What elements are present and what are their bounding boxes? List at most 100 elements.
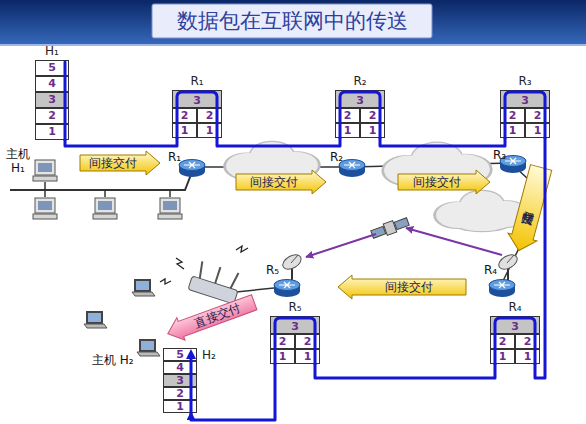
layer-cell: 1 [35, 124, 69, 140]
text-label: 主机 H₂ [92, 352, 134, 369]
layer-number: 2 [361, 109, 384, 122]
layer-number: 2 [491, 335, 514, 348]
arrow-shape [164, 291, 259, 345]
layer-number: 1 [491, 350, 514, 363]
layer-number: 1 [36, 125, 68, 139]
layer-cell: 2 [335, 108, 360, 123]
arrow-text: 间接交付 [236, 170, 312, 194]
layer-cell: 2 [197, 108, 222, 123]
laptop-icon [84, 311, 107, 328]
layer-number: 3 [36, 93, 68, 107]
layer-cell: 4 [35, 76, 69, 92]
stack-heading: R₂ [325, 74, 395, 88]
layer-number: 3 [173, 91, 221, 107]
layer-cell: 1 [515, 349, 540, 364]
packet-path [191, 364, 275, 420]
arrow-shape [236, 170, 326, 194]
wireless-signal [160, 246, 248, 284]
title-banner [0, 0, 586, 44]
layer-cell: 3 [172, 90, 222, 108]
arrow-label: 间接交付 [385, 280, 433, 294]
layer-cell: 2 [172, 108, 197, 123]
packet-path [65, 138, 177, 146]
layer-number: 1 [164, 401, 196, 412]
layer-number: 2 [164, 388, 196, 399]
packet-path [65, 62, 545, 413]
layer-cell: 3 [270, 316, 320, 334]
text-label: R₂ [330, 150, 343, 164]
arrow-label: 直接交付 [193, 301, 243, 331]
pc-icon [158, 198, 182, 219]
arrow-text: 间接交付 [398, 170, 476, 194]
router-stack: R₂32211 [335, 90, 385, 138]
layer-number: 3 [491, 317, 539, 333]
layer-number: 1 [361, 124, 384, 137]
layer-number: 4 [164, 362, 196, 373]
layer-cell: 2 [500, 108, 525, 123]
arrow-shape [80, 151, 160, 175]
arrow-label: 间接交付 [413, 175, 461, 189]
laptop-icon [132, 279, 155, 296]
delivery-arrow: 间接交付 [236, 170, 326, 194]
layer-cell: 4 [163, 361, 197, 374]
layer-number: 1 [271, 350, 294, 363]
arrow-text: 间接交付 [80, 151, 146, 175]
layer-cell: 3 [500, 90, 550, 108]
layer-cell: 1 [360, 123, 385, 138]
link-wire [236, 288, 274, 292]
layer-cell: 3 [35, 92, 69, 108]
layer-cell: 1 [335, 123, 360, 138]
pc-icon [33, 198, 57, 219]
router-stack: R₁32211 [172, 90, 222, 138]
layer-cell: 2 [270, 334, 295, 349]
layer-number: 2 [526, 109, 549, 122]
layer-number: 2 [516, 335, 539, 348]
text-label: R₃ [493, 148, 506, 162]
router-stack: R₃32211 [500, 90, 550, 138]
layer-cell: 5 [35, 60, 69, 76]
layer-number: 2 [296, 335, 319, 348]
delivery-arrow: 间接交付 [398, 170, 490, 194]
radio-link [406, 228, 502, 255]
layer-cell: 2 [490, 334, 515, 349]
delivery-arrow: 直接交付 [164, 291, 259, 345]
layer-number: 1 [296, 350, 319, 363]
text-label: R₅ [266, 263, 279, 277]
stack-heading: H₁ [25, 44, 79, 58]
dish-icon [280, 252, 303, 280]
layer-number: 1 [526, 124, 549, 137]
arrow-shape [398, 170, 490, 194]
radio-link [306, 234, 376, 257]
layer-number: 5 [36, 61, 68, 75]
layer-cell: 3 [490, 316, 540, 334]
laptop-icon [137, 339, 160, 356]
layer-number: 2 [173, 109, 196, 122]
layer-cell: 1 [270, 349, 295, 364]
slide-title: 数据包在互联网中的传送 [152, 4, 432, 38]
layer-cell: 1 [525, 123, 550, 138]
protocol-stack: H₂54321 [163, 348, 197, 413]
layer-number: 1 [198, 124, 221, 137]
layer-number: 1 [516, 350, 539, 363]
pc-icon [93, 198, 117, 219]
layer-cell: 1 [490, 349, 515, 364]
layer-cell: 5 [163, 348, 197, 361]
packet-path [315, 364, 495, 378]
lan-drop [104, 190, 106, 197]
layer-cell: 3 [163, 374, 197, 387]
layer-number: 2 [198, 109, 221, 122]
delivery-arrow: 间接交付 [80, 151, 160, 175]
arrow-label: 间接交付 [525, 200, 539, 204]
text-label: R₁ [168, 150, 181, 164]
layer-cell: 3 [335, 90, 385, 108]
banner-rule [0, 44, 586, 46]
text-label: 主机 H₁ [4, 147, 32, 175]
layer-cell: 1 [172, 123, 197, 138]
lan-drop [44, 190, 46, 197]
lan-drop [169, 190, 171, 197]
stack-heading: R₄ [480, 300, 550, 314]
stack-heading: R₅ [260, 300, 330, 314]
stack-heading: H₂ [202, 348, 216, 362]
layer-number: 2 [336, 109, 359, 122]
delivery-arrow: 间接交付 [338, 275, 466, 299]
